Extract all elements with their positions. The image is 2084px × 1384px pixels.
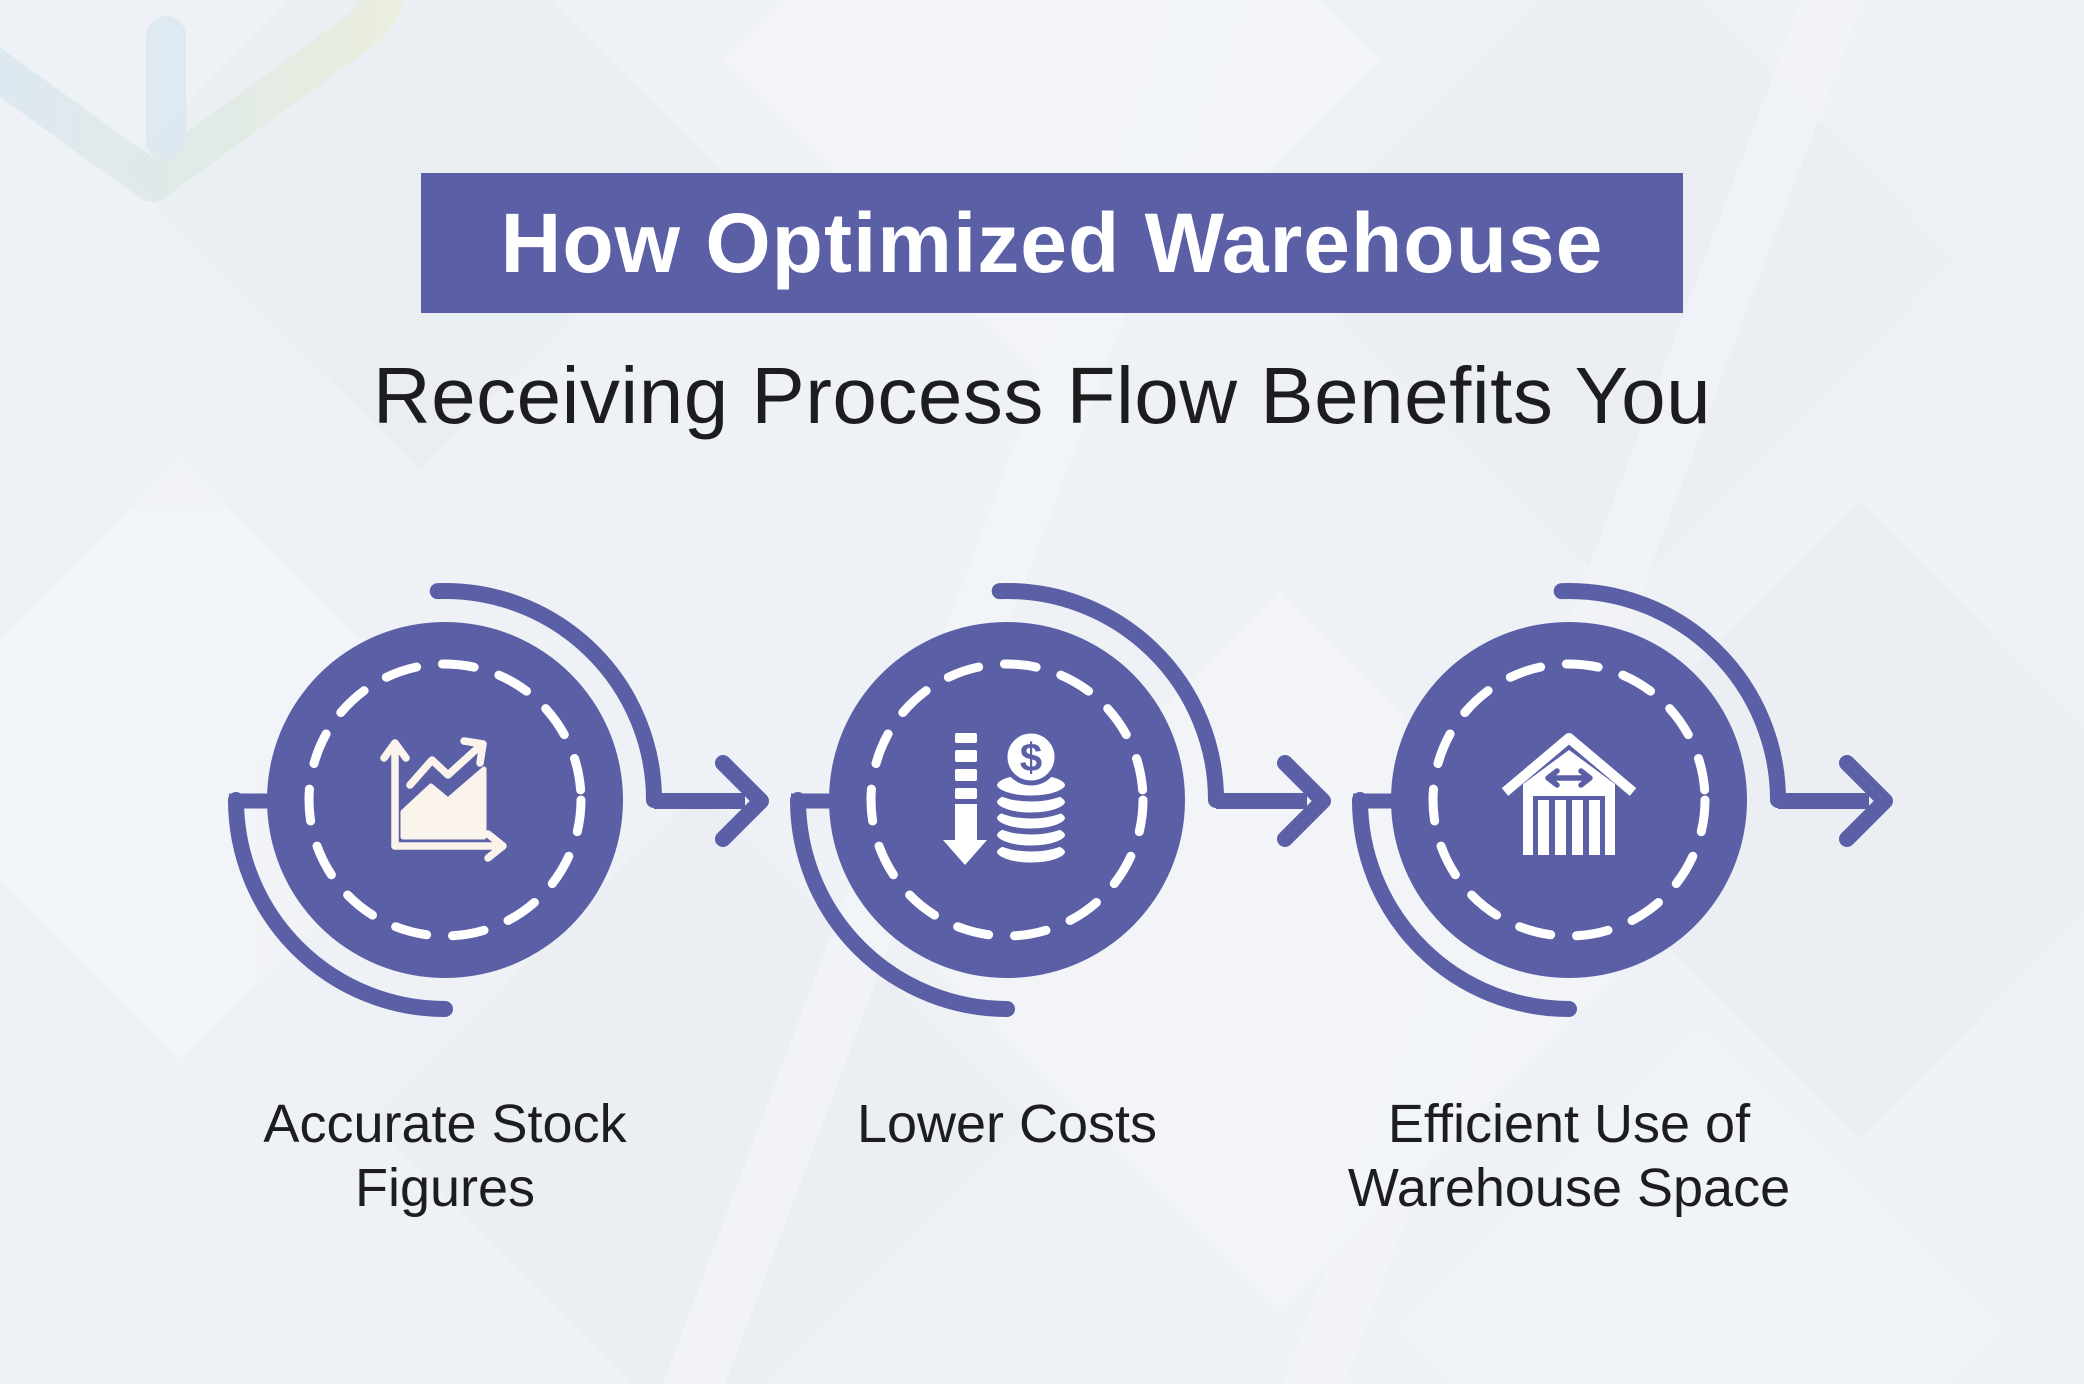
arrow-segment (955, 769, 977, 781)
caption-line: Figures (354, 1158, 536, 1218)
page-title: How Optimized Warehouse (500, 195, 1604, 290)
outer-arc-bottom-left (1352, 792, 1577, 1017)
door-stripes (1538, 800, 1600, 855)
coin-stack: $ (991, 728, 1071, 869)
outer-arc-top-right (429, 583, 662, 808)
x-axis-arrow-head (484, 830, 507, 862)
warehouse-roof (1501, 733, 1637, 796)
outer-arc-top-right (1553, 583, 1786, 808)
dashed-ring (1428, 659, 1710, 941)
outer-arc-top-right (991, 583, 1224, 808)
caption-line: Efficient Use of (1387, 1094, 1751, 1154)
watermark-box-arrow (0, 0, 404, 202)
flow-arrow-head (715, 755, 769, 847)
dollar-coin (1002, 728, 1060, 786)
caption-line: Accurate Stock (263, 1094, 627, 1154)
flow-arrow (1216, 755, 1331, 847)
step-graphic-warehouse-space (1352, 583, 1893, 1017)
dashed-ring (304, 659, 586, 941)
trend-line (406, 741, 485, 789)
outer-arc-bottom-left (228, 792, 453, 1017)
double-arrow-right-head (1578, 768, 1593, 788)
brand-watermark-icon (0, 0, 404, 202)
warehouse-icon (1501, 733, 1637, 855)
area-fill (400, 766, 487, 840)
flow-arrow (1778, 755, 1893, 847)
step-graphic-accurate-stock (228, 583, 769, 1017)
dollar-sign: $ (1020, 736, 1042, 780)
growth-chart-icon (380, 737, 507, 862)
dashed-ring (866, 659, 1148, 941)
width-double-arrow-icon (1545, 768, 1593, 788)
arrow-segment (955, 733, 977, 743)
flow-arrow-head (1839, 755, 1893, 847)
step-caption-lower-costs: Lower Costs (727, 1092, 1287, 1156)
y-axis-arrow-head (380, 739, 410, 762)
outer-arc-bottom-left (790, 792, 1015, 1017)
arrow-segment (955, 750, 977, 762)
flow-arrow-head (1277, 755, 1331, 847)
arrow-head (943, 840, 987, 865)
arrow-segment (955, 788, 977, 799)
caption-line: Lower Costs (856, 1094, 1158, 1154)
step-caption-warehouse-space: Efficient Use of Warehouse Space (1289, 1092, 1849, 1220)
door-stripe (1555, 800, 1566, 855)
step-caption-accurate-stock: Accurate Stock Figures (165, 1092, 725, 1220)
door-stripe (1538, 800, 1549, 855)
page-subtitle: Receiving Process Flow Benefits You (372, 351, 1712, 440)
title-banner: How Optimized Warehouse (421, 173, 1683, 313)
trend-arrow-head (460, 737, 487, 767)
door-stripe (1572, 800, 1583, 855)
double-arrow-left-head (1545, 768, 1560, 788)
cost-reduction-coins-icon: $ (943, 728, 1071, 869)
flow-arrow (654, 755, 769, 847)
step-graphic-lower-costs: $ (790, 583, 1331, 1017)
dashed-down-arrow (943, 733, 987, 865)
door-stripe (1589, 800, 1600, 855)
arrow-shaft (955, 804, 977, 841)
caption-line: Warehouse Space (1347, 1158, 1791, 1218)
